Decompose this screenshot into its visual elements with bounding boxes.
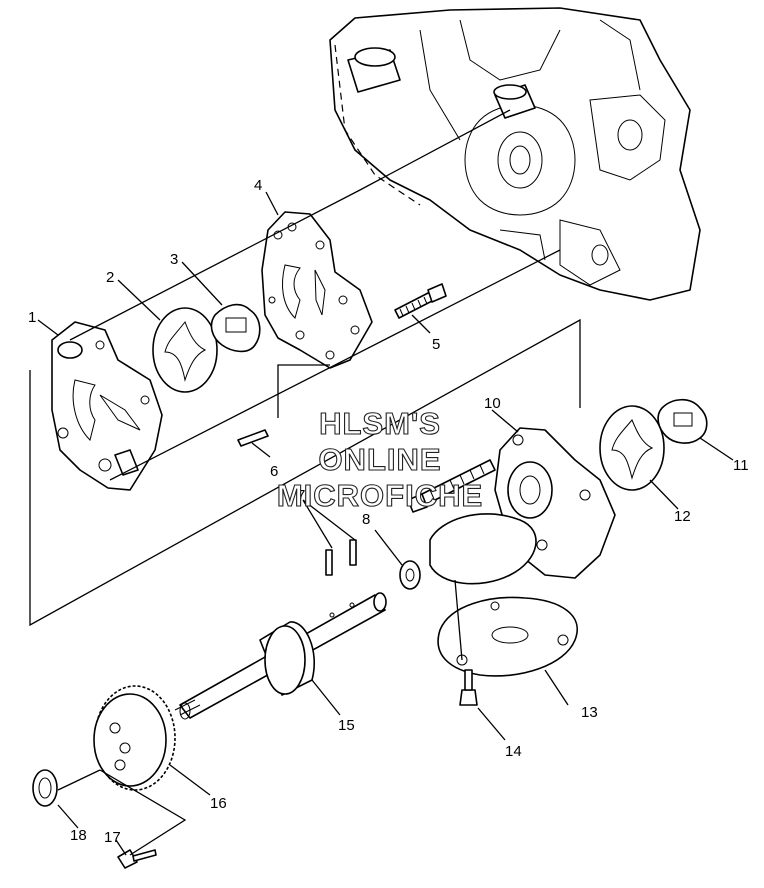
part-14-bolt — [459, 669, 478, 706]
engine-crankcase — [329, 7, 701, 301]
watermark-line-3: MICROFICHE — [277, 478, 483, 513]
part-3-inner-rotor — [210, 303, 261, 353]
callout-17: 17 — [104, 829, 121, 846]
callout-18: 18 — [70, 827, 87, 844]
callout-3: 3 — [170, 251, 178, 268]
callout-16: 16 — [210, 795, 227, 812]
part-10-pump-housing — [429, 427, 616, 585]
part-2-outer-rotor — [152, 307, 218, 393]
callout-5: 5 — [432, 336, 440, 353]
watermark-line-1: HLSM'S — [319, 406, 441, 441]
assembly-lines — [29, 109, 734, 856]
callout-numbers: 1 2 3 4 5 6 7 8 10 11 12 13 14 15 16 17 … — [28, 177, 749, 846]
part-1-pump-body — [51, 321, 163, 491]
part-16-drive-gear — [93, 685, 176, 791]
part-11-inner-rotor — [657, 398, 708, 444]
callout-7: 7 — [297, 487, 305, 504]
watermark-line-2: ONLINE — [318, 442, 441, 477]
part-5-bolt — [394, 283, 447, 319]
callout-8: 8 — [362, 511, 370, 528]
part-13-strainer-plate — [437, 596, 578, 677]
callout-2: 2 — [106, 269, 114, 286]
callout-12: 12 — [674, 508, 691, 525]
part-4-pump-plate — [261, 211, 373, 369]
callout-10: 10 — [484, 395, 501, 412]
part-17-bolt — [117, 849, 157, 869]
part-6-pin — [237, 429, 269, 447]
callout-1: 1 — [28, 309, 36, 326]
callout-4: 4 — [254, 177, 262, 194]
callout-6: 6 — [270, 463, 278, 480]
callout-11: 11 — [733, 457, 749, 474]
part-15-shaft — [174, 592, 387, 720]
callout-15: 15 — [338, 717, 355, 734]
long-bolt — [407, 459, 496, 513]
part-7-pins — [325, 539, 357, 576]
callout-14: 14 — [505, 743, 522, 760]
part-18-washer — [32, 769, 58, 807]
callout-13: 13 — [581, 704, 598, 721]
watermark: HLSM'S ONLINE MICROFICHE — [276, 405, 483, 513]
part-8-washer — [399, 560, 421, 590]
part-12-outer-rotor — [599, 405, 665, 491]
